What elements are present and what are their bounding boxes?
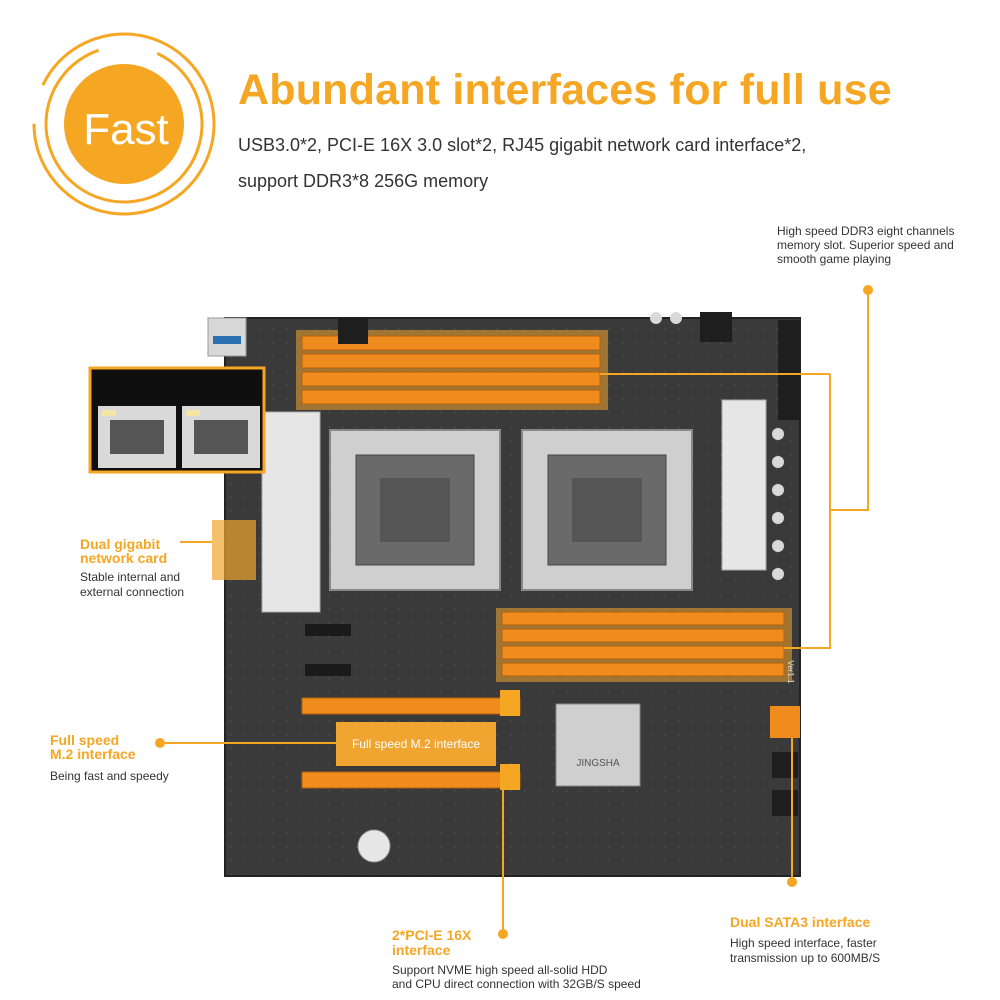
subtitle-line-2: support DDR3*8 256G memory <box>238 171 489 191</box>
sata-port-orange <box>770 706 800 738</box>
badge-label: Fast <box>83 105 169 154</box>
ddr3-callout-desc-2: memory slot. Superior speed and <box>777 238 954 252</box>
sata-callout-desc-2: transmission up to 600MB/S <box>730 951 881 965</box>
fast-badge <box>32 32 216 216</box>
pcie-callout-title-2: interface <box>392 942 451 958</box>
chipset-brand-label: JINGSHA <box>576 758 620 769</box>
pcie-slot-2 <box>301 764 521 790</box>
sata-callout-title: Dual SATA3 interface <box>730 914 871 930</box>
pcie-callout-title-1: 2*PCI-E 16X <box>392 927 472 943</box>
m2-callout-title-1: Full speed <box>50 732 120 748</box>
subtitle-line-1: USB3.0*2, PCI-E 16X 3.0 slot*2, RJ45 gig… <box>238 135 807 155</box>
network-callout-title-2: network card <box>80 550 168 566</box>
m2-interface-box: Full speed M.2 interface <box>336 722 496 766</box>
network-callout-desc-1: Stable internal and <box>80 570 181 584</box>
lan-ports-inset <box>88 366 266 474</box>
version-mark: Ver1.1 <box>786 660 795 684</box>
cpu-socket-1 <box>329 429 501 591</box>
pcie-slot-1 <box>301 690 521 716</box>
pcie-callout-desc-1: Support NVME high speed all-solid HDD <box>392 963 608 977</box>
pcie-callout-desc-2: and CPU direct connection with 32GB/S sp… <box>392 977 641 991</box>
left-heatsink <box>261 411 321 613</box>
network-callout-title-1: Dual gigabit <box>80 536 161 552</box>
page-title: Abundant interfaces for full use <box>238 66 892 114</box>
right-heatsink <box>721 399 767 571</box>
chipset-heatsink <box>555 703 641 787</box>
sata-callout-desc-1: High speed interface, faster <box>730 936 877 950</box>
ddr3-callout-desc-3: smooth game playing <box>777 252 892 266</box>
m2-callout-title-2: M.2 interface <box>50 746 136 762</box>
cpu-socket-2 <box>521 429 693 591</box>
bottom-memory-slots <box>496 608 792 682</box>
m2-callout-desc: Being fast and speedy <box>50 769 169 783</box>
network-callout-desc-2: external connection <box>80 585 185 599</box>
top-memory-slots <box>296 330 608 410</box>
ddr3-callout-desc-1: High speed DDR3 eight channels <box>777 224 955 238</box>
